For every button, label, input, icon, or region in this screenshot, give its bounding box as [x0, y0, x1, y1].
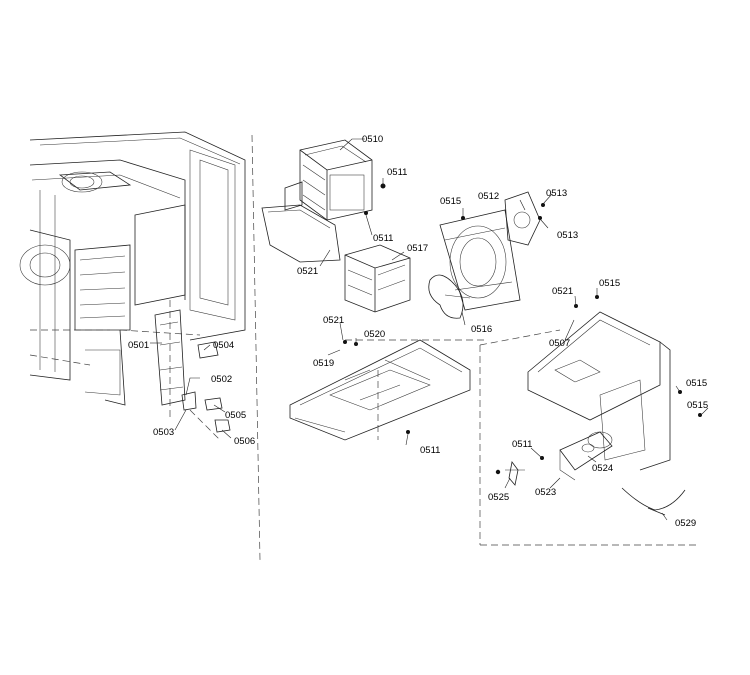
- label-0513-top: 0513: [546, 188, 567, 199]
- latch-assembly-drawing: [154, 300, 231, 441]
- wire-harness-drawing: [621, 487, 686, 516]
- label-0511-bottom: 0511: [420, 445, 440, 456]
- label-0515-side: 0515: [686, 378, 707, 389]
- label-0511-mid: 0511: [373, 233, 393, 244]
- capacitor-drawing: [559, 431, 613, 481]
- magnetron-drawing: [284, 139, 373, 221]
- label-0519: 0519: [313, 358, 334, 369]
- divider-line: [251, 134, 261, 561]
- label-0512: 0512: [478, 191, 499, 202]
- label-0521-right: 0521: [552, 286, 573, 297]
- label-0511-top: 0511: [387, 167, 407, 178]
- base-plate-drawing: [289, 339, 485, 441]
- label-0510: 0510: [362, 134, 383, 145]
- label-0506: 0506: [234, 436, 255, 447]
- label-0504: 0504: [213, 340, 234, 351]
- leader-lines: [150, 138, 709, 521]
- label-0517: 0517: [407, 243, 428, 254]
- label-0524: 0524: [592, 463, 613, 474]
- label-0507: 0507: [549, 338, 570, 349]
- fan-shroud-drawing: [439, 209, 521, 311]
- label-0501: 0501: [128, 340, 149, 351]
- air-guide-drawing: [261, 204, 341, 263]
- screw-icons: [343, 183, 702, 475]
- label-0523: 0523: [535, 487, 556, 498]
- label-0516: 0516: [471, 324, 492, 335]
- right-chassis-drawing: [479, 311, 700, 546]
- label-0515-chassis: 0515: [599, 278, 620, 289]
- label-0505: 0505: [225, 410, 246, 421]
- transformer-drawing: [344, 244, 411, 313]
- label-0520: 0520: [364, 329, 385, 340]
- oven-cabinet-drawing: [19, 131, 246, 406]
- label-0521-left: 0521: [297, 266, 318, 277]
- label-0521-center: 0521: [323, 315, 344, 326]
- label-0503: 0503: [153, 427, 174, 438]
- label-0515-fan: 0515: [440, 196, 461, 207]
- label-0502: 0502: [211, 374, 232, 385]
- fan-motor-drawing: [504, 191, 541, 246]
- label-0525: 0525: [488, 492, 509, 503]
- diode-drawing: [505, 461, 525, 486]
- fan-blade-drawing: [428, 274, 471, 319]
- label-0511-cap: 0511: [512, 439, 532, 450]
- label-0515-rear: 0515: [687, 400, 708, 411]
- label-0529: 0529: [675, 518, 696, 529]
- part-labels: 0510 0511 0511 0521 0517 0521 0520 0519 …: [128, 134, 708, 529]
- label-0513-bottom: 0513: [557, 230, 578, 241]
